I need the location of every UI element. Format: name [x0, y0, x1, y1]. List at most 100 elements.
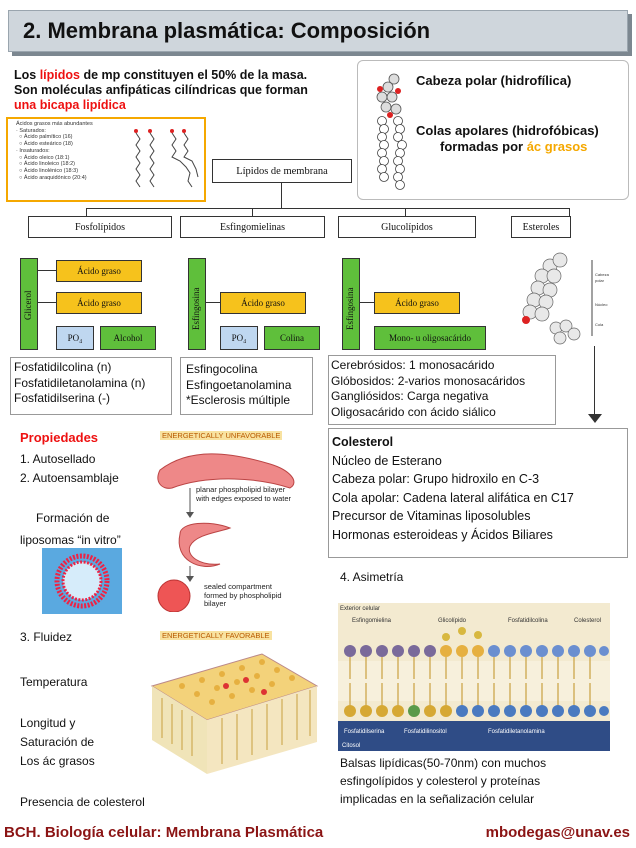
title-bar: 2. Membrana plasmática: Composición [8, 10, 628, 52]
glicerol-block [20, 258, 38, 350]
fosfo-fatty-acid-1: Ácido graso [56, 260, 142, 282]
arrow-to-colesterol [594, 346, 595, 418]
fosfo-list: Fosfatidilcolina (n) Fosfatidiletanolami… [14, 360, 145, 407]
fosfo-alcohol: Alcohol [100, 326, 156, 350]
fatty-acids-list: Ácidos grasos más abundantes· Saturados:… [16, 121, 93, 181]
gluco-list: Cerebrósidos: 1 monosacárido Glóbosidos:… [331, 358, 525, 420]
self-assembly-figure [157, 453, 295, 612]
footer: BCH. Biología celular: Membrana Plasmáti… [0, 822, 636, 848]
list-item: Esfingoetanolamina [186, 377, 292, 392]
tree-connector [252, 208, 253, 216]
intro-line1-post: de mp constituyen el 50% de la masa. [79, 68, 308, 82]
prop-autoensamblaje: 2. Autoensamblaje [20, 471, 119, 485]
propiedades-heading: Propiedades [20, 430, 99, 445]
intro-line2: Son moléculas anfipáticas cilíndricas qu… [14, 83, 308, 97]
asym-label-fosfatidilcolina: Fosfatidilcolina [508, 618, 548, 624]
fatty-acids-box: Ácidos grasos más abundantes· Saturados:… [6, 117, 206, 202]
favorable-label: ENERGETICALLY FAVORABLE [160, 631, 272, 640]
tree-connector [86, 208, 87, 216]
asym-label-colesterol: Colesterol [574, 618, 601, 624]
svg-text:Núcleo: Núcleo [595, 302, 608, 307]
membrane-fluidity-figure [150, 653, 319, 774]
asym-label-fosfatidilserina: Fosfatidilserina [344, 729, 385, 735]
asimetria-heading: 4. Asimetría [340, 570, 404, 584]
asym-label-fosfatidilinositol: Fosfatidilinositol [404, 729, 447, 735]
list-item: Precursor de Vitaminas liposolubles [332, 509, 531, 523]
list-item: Glóbosidos: 2-varios monosacáridos [331, 373, 526, 388]
liposomas-text-1: Formación de [36, 511, 110, 525]
svg-text:polar: polar [595, 278, 605, 283]
fosfo-po4: PO₄ [56, 326, 94, 350]
unfavorable-label: ENERGETICALLY UNFAVORABLE [160, 431, 283, 440]
list-item: Cerebrósidos: 1 monosacárido [331, 358, 495, 372]
list-item: Cola apolar: Cadena lateral alifática en… [332, 490, 574, 505]
fosfo-fatty-acid-2: Ácido graso [56, 292, 142, 314]
fatty-acid-item: Ácidos grasos más abundantes [16, 121, 93, 127]
tree-connector [405, 208, 406, 216]
esfingosina-label: Esfingosina [191, 287, 201, 331]
prop-fluidez: 3. Fluidez [20, 630, 73, 644]
bilayer-caption: planar phospholipid bilayer with edges e… [196, 485, 292, 503]
fatty-acid-structures-image [134, 129, 199, 188]
glicerol-label: Glicerol [23, 290, 33, 321]
list-item: Esfingocolina [186, 362, 258, 376]
fatty-acids-highlight: ác grasos [526, 139, 588, 154]
apolar-tails-label-2: formadas por ác grasos [440, 139, 588, 154]
gluco-esfingosina-block [342, 258, 360, 350]
gluco-fatty-acid: Ácido graso [374, 292, 460, 314]
list-item: Núcleo de Esterano [332, 453, 442, 468]
colesterol-heading: Colesterol [332, 435, 394, 449]
intro-line1-pre: Los [14, 68, 40, 82]
liposome-image [42, 548, 122, 614]
asym-label-esfingomielina: Esfingomielina [352, 618, 392, 624]
balsas-text: Balsas lipídicas(50-70nm) con muchos esf… [340, 756, 547, 806]
fluidez-colesterol: Presencia de colesterol [20, 795, 145, 809]
list-item: *Esclerosis múltiple [186, 393, 291, 407]
tree-connector [569, 208, 570, 216]
tree-root: Lípidos de membrana [212, 159, 352, 183]
sealed-caption: sealed compartment formed by phospholipi… [204, 582, 282, 608]
tree-node-glucolipidos: Glucolípidos [338, 216, 476, 238]
asym-label-glicolipido: Glicolípido [438, 618, 467, 624]
asymmetry-membrane-figure: Exterior celular Esfingomielina Glicolíp… [338, 603, 610, 751]
tree-node-fosfolipidos: Fosfolípidos [28, 216, 172, 238]
fatty-acid-item: ○ Ácido linolénico (18:3) [16, 167, 79, 174]
fluidez-longitud: Longitud y Saturación de Los ác grasos [20, 716, 95, 768]
esfingosina-block [188, 258, 206, 350]
fatty-acid-item: ○ Ácido oleico (18:1) [16, 154, 70, 161]
svg-text:Cabeza: Cabeza [595, 272, 610, 277]
intro-line1-red: lípidos [39, 68, 80, 82]
asym-label-citosol: Citosol [342, 743, 360, 749]
tree-node-esfingomielinas: Esfingomielinas [180, 216, 325, 238]
list-item: Cabeza polar: Grupo hidroxilo en C-3 [332, 472, 540, 486]
svg-text:Cola: Cola [595, 322, 604, 327]
tree-node-esteroles: Esteroles [511, 216, 571, 238]
footer-course: BCH. Biología celular: Membrana Plasmáti… [4, 824, 324, 841]
list-item: Hormonas esteroideas y Ácidos Biliares [332, 527, 553, 542]
apolar-tails-label: Colas apolares (hidrofóbicas) [416, 123, 599, 138]
liposomas-text-2: liposomas “in vitro” [20, 533, 121, 547]
arrow-down-icon [588, 414, 602, 423]
fatty-acid-item: ○ Ácido araquidónico (20:4) [16, 174, 87, 181]
esfingo-list: Esfingocolina Esfingoetanolamina *Escler… [186, 362, 291, 409]
gluco-esfingosina-label: Esfingosina [345, 287, 355, 331]
asym-label-exterior: Exterior celular [340, 606, 380, 612]
esfingo-po4: PO₄ [220, 326, 258, 350]
fatty-acid-item: · Insaturados: [16, 147, 50, 154]
esfingo-colina: Colina [264, 326, 320, 350]
fatty-acid-item: ○ Ácido palmítico (16) [16, 134, 73, 141]
fatty-acid-item: ○ Ácido linoleico (18:2) [16, 161, 75, 168]
tree-connector [281, 183, 282, 208]
list-item: Fosfatidilcolina (n) [14, 360, 112, 374]
colesterol-panel: Colesterol Núcleo de Esterano Cabeza pol… [332, 433, 574, 544]
fatty-acid-item: · Saturados: [16, 127, 46, 134]
tree-connector [86, 208, 569, 209]
intro-text: Los lípidos de mp constituyen el 50% de … [14, 68, 359, 113]
fatty-acid-item: ○ Ácido esteárico (18) [16, 141, 73, 148]
phospholipid-model-image [376, 73, 407, 190]
page-title: 2. Membrana plasmática: Composición [23, 18, 431, 43]
asym-label-fosfatidiletanolamina: Fosfatidiletanolamina [488, 729, 545, 735]
fluidez-temperatura: Temperatura [20, 675, 88, 689]
footer-email[interactable]: mbodegas@unav.es [485, 824, 630, 841]
